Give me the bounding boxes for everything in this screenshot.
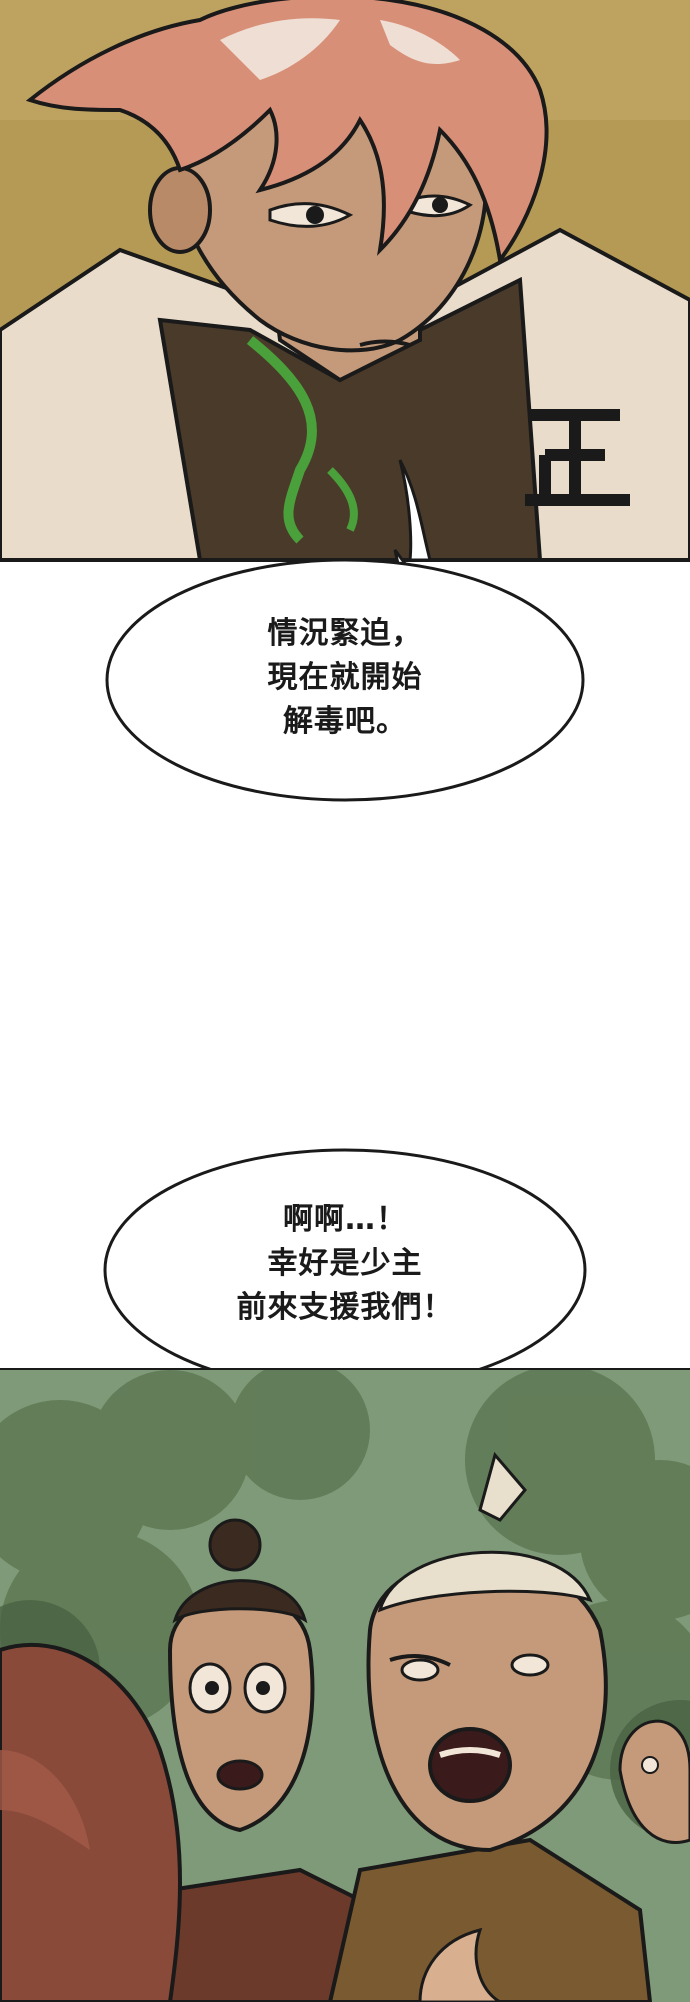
robe-emblem-icon [525, 409, 630, 506]
bubble2-line-1: 啊啊…！ [283, 1202, 407, 1237]
top-comic-panel [0, 0, 690, 562]
speech-bubble-1-text: 情況緊迫， 現在就開始 解毒吧。 [200, 612, 490, 744]
swordsman-illustration [0, 0, 690, 560]
bubble1-line-2: 現在就開始 [267, 660, 423, 695]
speech-bubble-1 [105, 549, 585, 802]
far-villager-figure [618, 1719, 690, 1844]
bubble1-line-1: 情況緊迫， [267, 616, 423, 651]
bottom-comic-panel [0, 1368, 690, 2002]
right-villager-figure [327, 1451, 653, 2002]
villagers-illustration [0, 1370, 690, 2002]
bubble1-line-3: 解毒吧。 [283, 704, 407, 739]
speech-bubble-2-text: 啊啊…！ 幸好是少主 前來支援我們！ [200, 1198, 490, 1330]
bubble2-line-2: 幸好是少主 [267, 1246, 423, 1281]
bubble2-line-3: 前來支援我們！ [236, 1290, 454, 1325]
